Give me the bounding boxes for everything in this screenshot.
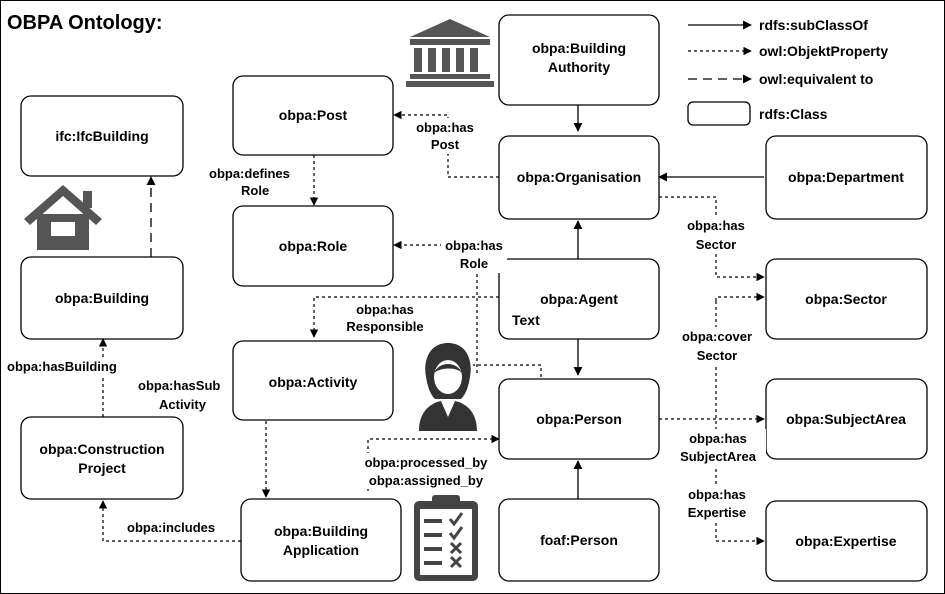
house-icon (24, 185, 102, 250)
svg-text:obpa:processed_by: obpa:processed_by (365, 455, 489, 470)
node-building[interactable]: obpa:Building (20, 256, 184, 340)
svg-text:obpa:hasSub: obpa:hasSub (138, 378, 220, 393)
node-foaf-person[interactable]: foaf:Person (498, 498, 660, 582)
label-includes: obpa:includes (121, 518, 231, 536)
svg-text:obpa:defines: obpa:defines (209, 166, 290, 181)
svg-text:obpa:assigned_by: obpa:assigned_by (369, 473, 484, 488)
node-label: obpa:Expertise (795, 533, 896, 549)
svg-text:Activity: Activity (159, 397, 207, 412)
node-label: obpa:Construction (39, 441, 164, 457)
node-label: ifc:IfcBuilding (55, 128, 148, 144)
node-activity[interactable]: obpa:Activity (232, 340, 394, 421)
svg-text:obpa:has: obpa:has (688, 487, 746, 502)
svg-text:Sector: Sector (696, 237, 736, 252)
legend-class-label: rdfs:Class (759, 106, 828, 122)
node-expertise[interactable]: obpa:Expertise (765, 500, 928, 582)
diagram-title: OBPA Ontology: (7, 12, 163, 34)
node-building-authority[interactable]: obpa:Building Authority (498, 14, 660, 106)
svg-text:Expertise: Expertise (688, 505, 747, 520)
node-building-application[interactable]: obpa:Building Application (240, 498, 402, 582)
node-sublabel: Text (512, 312, 540, 328)
edge-has-expertise (715, 301, 765, 546)
svg-text:Responsible: Responsible (346, 319, 423, 334)
node-label: obpa:Post (279, 107, 348, 123)
label-has-sector: obpa:has Sector (687, 216, 745, 254)
node-label: obpa:Building (274, 523, 368, 539)
svg-text:obpa:cover: obpa:cover (682, 329, 752, 344)
svg-text:obpa:hasBuilding: obpa:hasBuilding (7, 359, 117, 374)
svg-text:Role: Role (460, 256, 488, 271)
svg-text:obpa:has: obpa:has (445, 238, 503, 253)
svg-text:SubjectArea: SubjectArea (680, 449, 757, 464)
node-subject-area[interactable]: obpa:SubjectArea (765, 378, 928, 460)
svg-text:obpa:has: obpa:has (689, 431, 747, 446)
node-sector[interactable]: obpa:Sector (765, 258, 928, 340)
edge-has-post (393, 110, 499, 178)
edge-person-icon-link (473, 364, 542, 377)
edge-has-responsible (309, 296, 499, 338)
node-role[interactable]: obpa:Role (232, 205, 394, 287)
node-person[interactable]: obpa:Person (498, 378, 660, 460)
svg-text:Sector: Sector (697, 348, 737, 363)
legend-objectproperty-label: owl:ObjektProperty (759, 43, 888, 59)
node-label: obpa:Agent (540, 291, 618, 307)
svg-text:obpa:has: obpa:has (416, 120, 474, 135)
node-label: obpa:Building (55, 290, 149, 306)
label-has-sub-activity: obpa:hasSub Activity (138, 378, 220, 412)
svg-text:Role: Role (241, 183, 269, 198)
node-label: obpa:Department (788, 169, 904, 185)
government-building-icon (406, 19, 494, 87)
node-label: Authority (548, 59, 610, 75)
checklist-clipboard-icon (414, 495, 478, 581)
legend: rdfs:subClassOf owl:ObjektProperty owl:e… (687, 17, 888, 126)
edge-includes (98, 500, 241, 542)
edge-processed-by (367, 434, 500, 491)
svg-text:obpa:includes: obpa:includes (127, 520, 215, 535)
svg-text:obpa:has: obpa:has (356, 302, 414, 317)
node-label: obpa:Building (532, 40, 626, 56)
legend-equivalent-label: owl:equivalent to (759, 71, 873, 87)
label-defines-role: obpa:defines Role (209, 166, 290, 198)
node-label: obpa:Role (279, 238, 348, 254)
node-label: Application (283, 542, 359, 558)
node-organisation[interactable]: obpa:Organisation (498, 135, 660, 220)
label-has-subjectarea: obpa:has SubjectArea (676, 429, 766, 467)
node-label: Project (78, 460, 126, 476)
svg-text:Post: Post (431, 137, 460, 152)
node-label: foaf:Person (540, 532, 618, 548)
node-label: obpa:Person (536, 411, 622, 427)
label-has-responsible: obpa:has Responsible (338, 300, 434, 336)
node-post[interactable]: obpa:Post (232, 75, 394, 156)
label-cover-sector: obpa:cover Sector (677, 327, 757, 365)
businesswoman-icon (419, 343, 477, 431)
node-construction-project[interactable]: obpa:Construction Project (20, 416, 184, 500)
label-has-expertise: obpa:has Expertise (681, 486, 753, 522)
node-department[interactable]: obpa:Department (765, 135, 928, 220)
node-agent[interactable]: obpa:Agent Text (498, 258, 660, 340)
label-has-role: obpa:has Role (441, 237, 507, 273)
node-label: obpa:SubjectArea (786, 411, 906, 427)
edge-cover-sector (715, 292, 765, 302)
label-has-post: obpa:has Post (414, 118, 476, 154)
node-label: obpa:Sector (805, 291, 887, 307)
svg-text:obpa:has: obpa:has (687, 218, 745, 233)
legend-subclass-label: rdfs:subClassOf (759, 17, 868, 33)
legend-class-box (687, 101, 751, 126)
node-label: obpa:Activity (269, 374, 358, 390)
node-ifc-building[interactable]: ifc:IfcBuilding (20, 95, 184, 177)
node-label: obpa:Organisation (517, 169, 641, 185)
label-has-building: obpa:hasBuilding (5, 357, 135, 375)
label-processed-by: obpa:processed_by obpa:assigned_by (353, 453, 499, 489)
